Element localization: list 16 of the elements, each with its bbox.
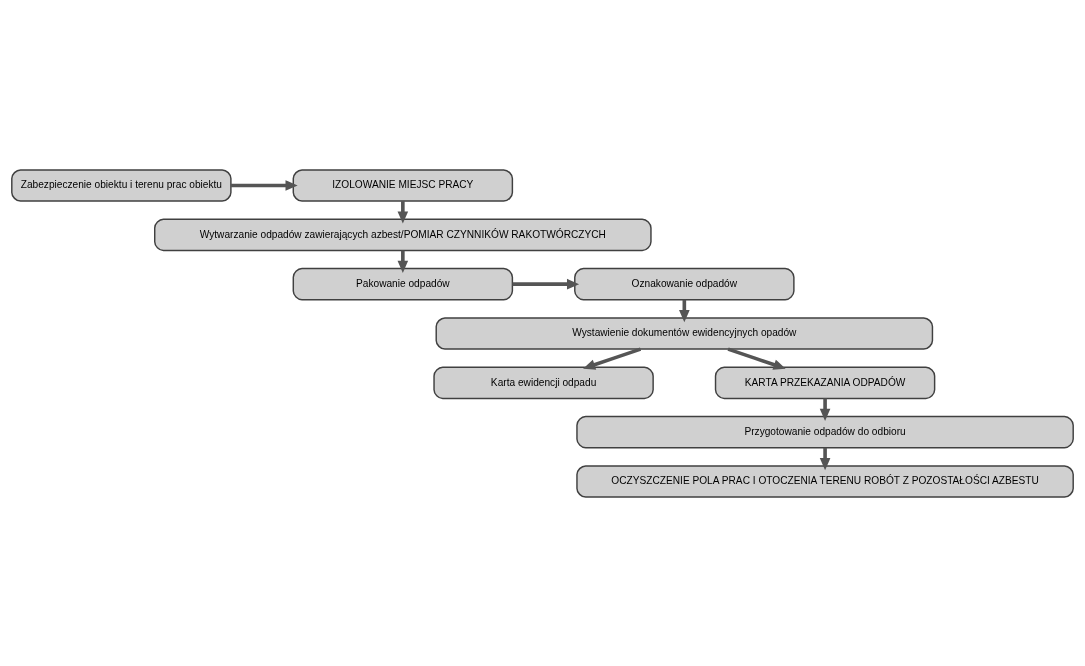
arrow (512, 278, 580, 289)
node-box: KARTA PRZEKAZANIA ODPADÓW (714, 366, 936, 399)
node-box: Karta ewidencji odpadu (433, 366, 654, 399)
arrow (397, 200, 409, 224)
node-box: Wystawienie dokumentów ewidencyjnych opadów (435, 316, 934, 350)
node-box: OCZYSZCZENIE POLA PRAC I OTOCZENIA TERENU ROBÓT Z POZOSTAŁOŚCI AZBESTU (576, 464, 1074, 498)
arrow (397, 249, 409, 273)
node-box: Wytwarzanie odpadów zawierających azbest/POMIAR CZYNNIKÓW RAKOTWÓRCZYCH (154, 218, 652, 251)
node-box: Pakowanie odpadów (292, 267, 514, 300)
arrow (231, 179, 298, 191)
arrow (819, 397, 831, 421)
node-box: Przygotowanie odpadów do odbioru (576, 415, 1074, 448)
node-box: Zabezpieczenie obiektu i terenu prac obiektu (11, 168, 232, 202)
node-box: Oznakowanie odpadów (574, 267, 795, 300)
node-box: IZOLOWANIE MIEJSC PRACY (292, 168, 514, 202)
arrow (819, 447, 831, 470)
